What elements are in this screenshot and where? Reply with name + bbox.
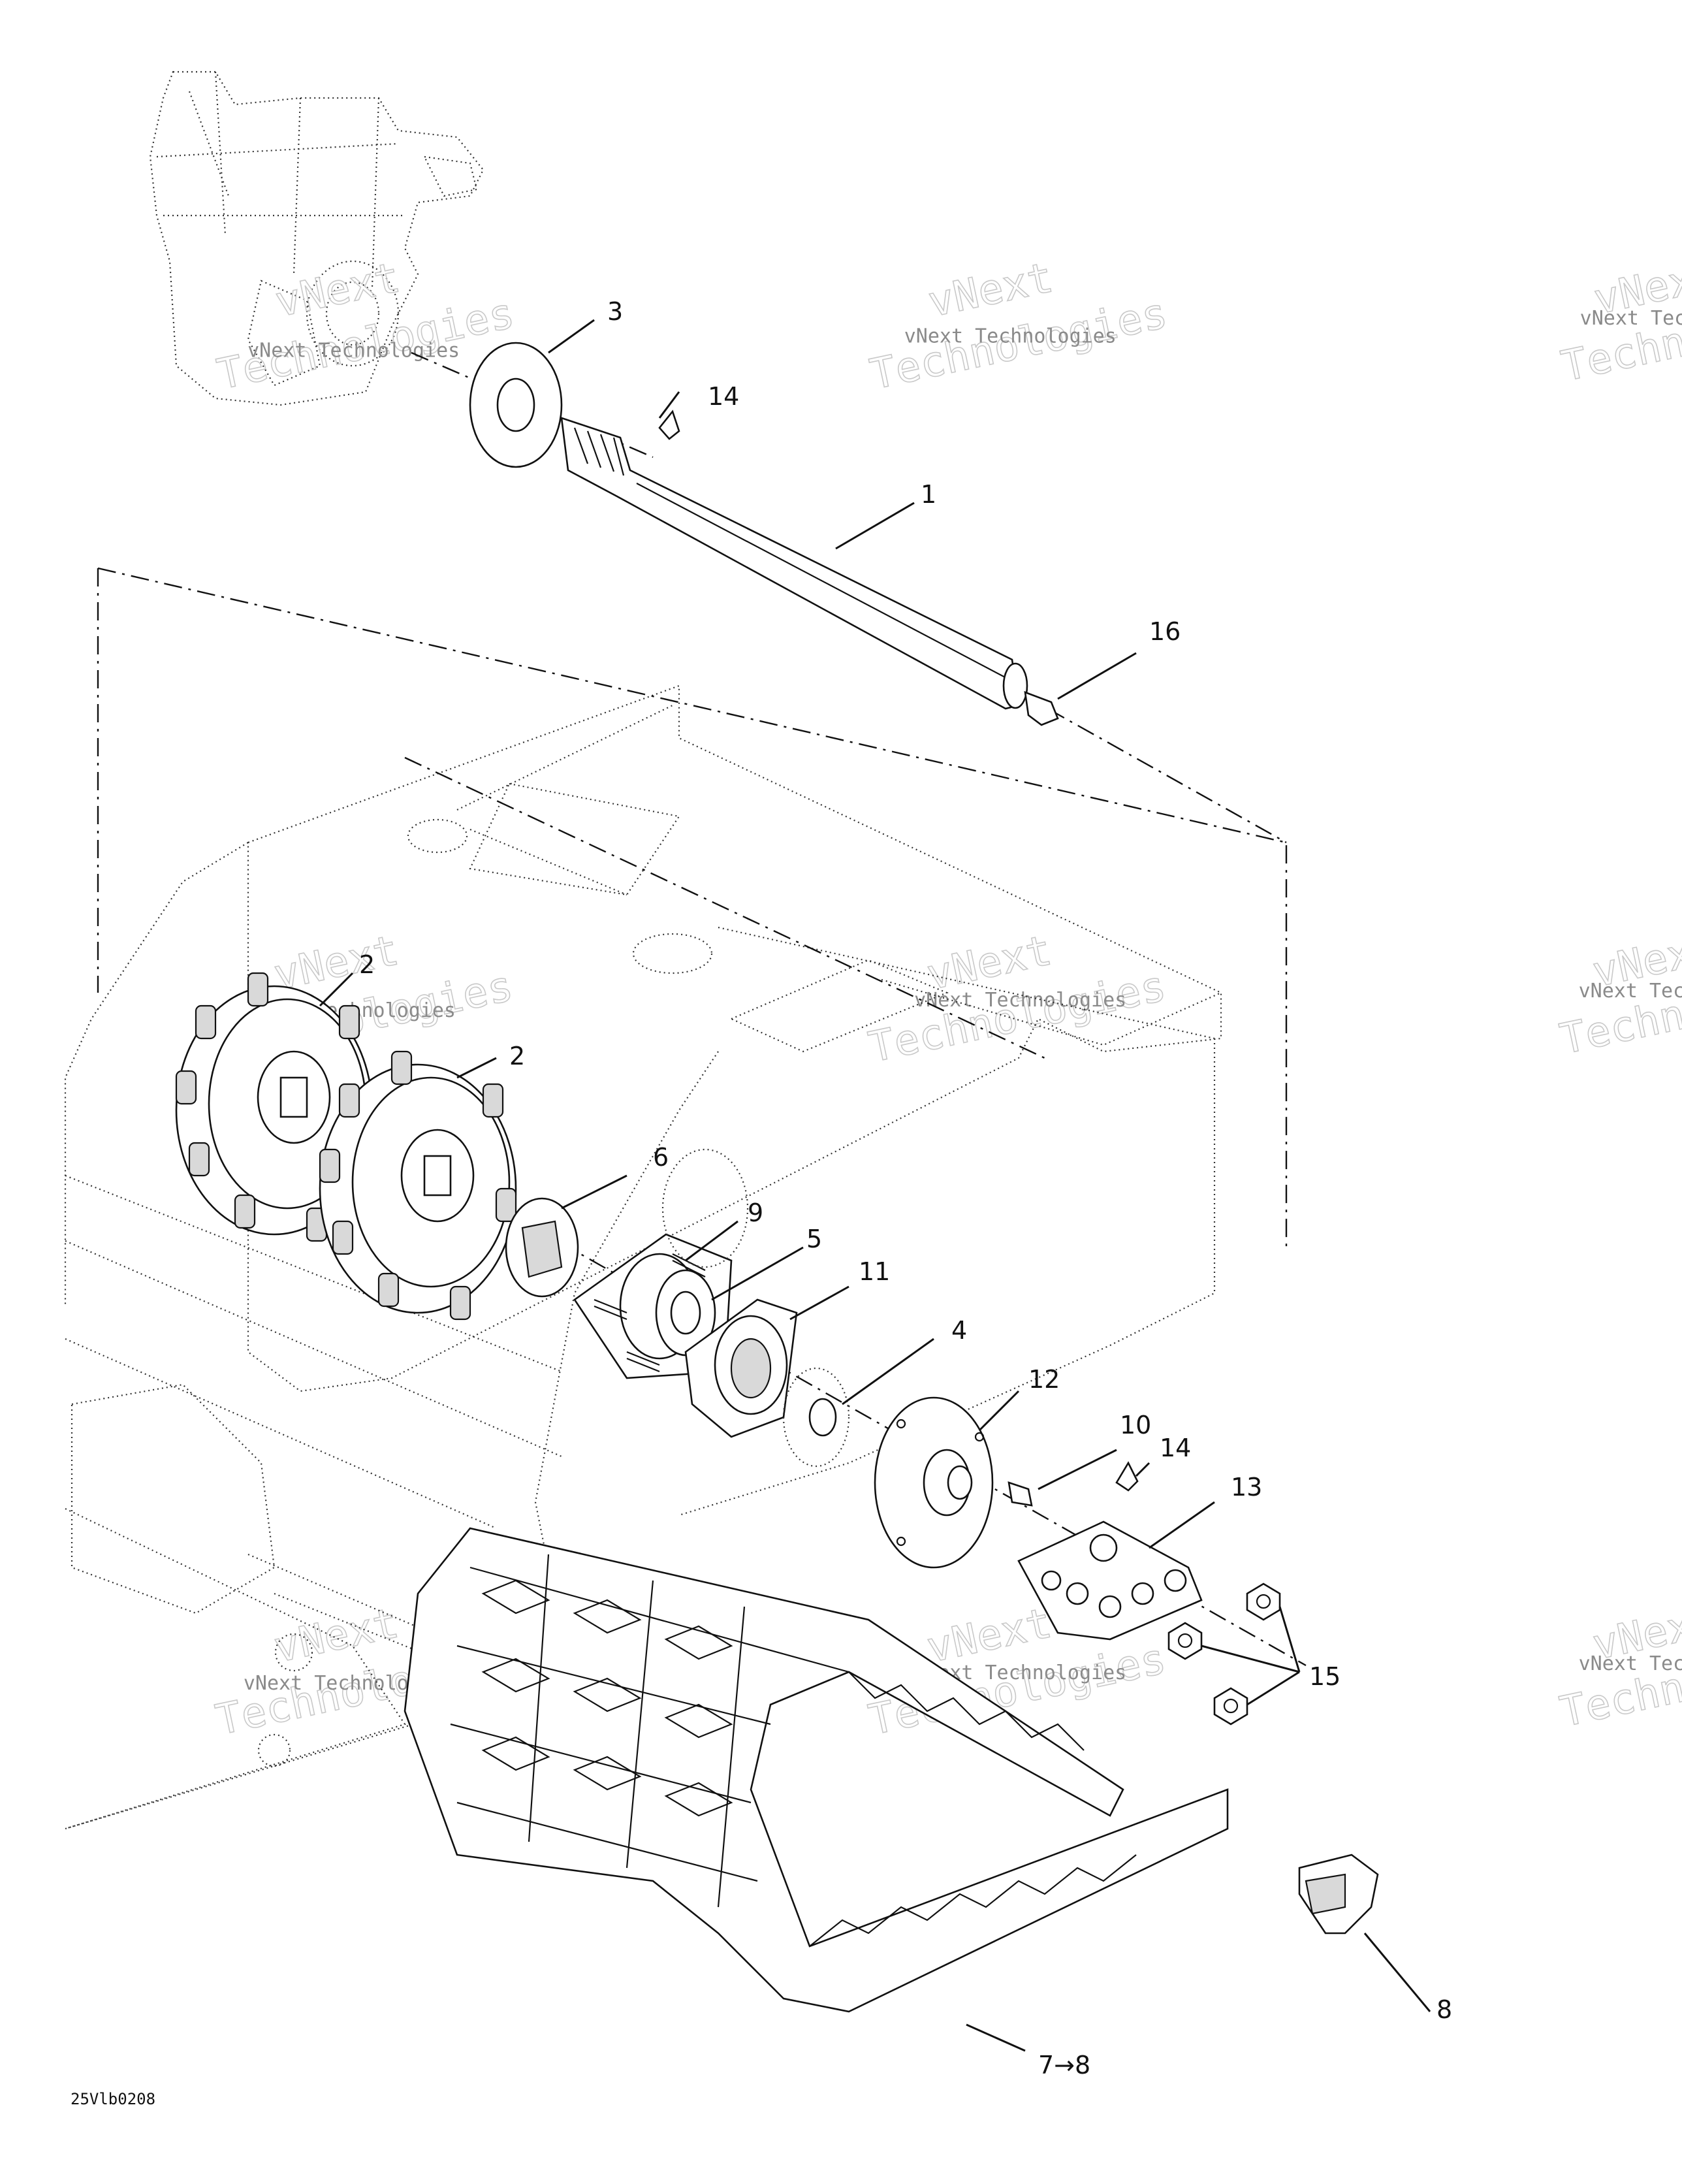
callout-labels: 3 14 1 16 2 2 6 9 5 11 4 12 10 14 13 15 … [359, 297, 1452, 2080]
callout-15: 15 [1309, 1662, 1341, 1691]
end-plate [874, 1396, 994, 1569]
callout-11: 11 [859, 1257, 890, 1286]
callout-16: 16 [1149, 617, 1181, 646]
callout-14-upper: 14 [708, 382, 739, 411]
callout-9: 9 [748, 1198, 763, 1227]
drive-axle [560, 417, 1028, 710]
studs [594, 1253, 706, 1373]
callout-2-rear: 2 [359, 950, 375, 979]
callout-12: 12 [1028, 1365, 1060, 1394]
callout-3: 3 [607, 297, 623, 326]
callout-1: 1 [921, 480, 936, 509]
o-ring [808, 1398, 837, 1437]
callout-2-front: 2 [509, 1042, 525, 1070]
svg-text:vNext Technologies: vNext Technologies [904, 325, 1117, 348]
thrust-washer [469, 342, 563, 468]
callout-10: 10 [1120, 1411, 1151, 1439]
watermark-right-low: vNext Technologies vNext Technologies [1555, 1596, 1682, 1737]
watermark-right-top: vNext Technologies vNext Technologies [1557, 250, 1682, 392]
axle-clip [1024, 691, 1059, 726]
callout-4: 4 [951, 1316, 967, 1345]
grease-fitting-lower [1115, 1461, 1139, 1492]
figure-code: 25Vlb0208 [71, 2090, 155, 2108]
seal-outlines [661, 1148, 850, 1468]
svg-text:vNext Technologies: vNext Technologies [1580, 307, 1682, 330]
frame-tunnel [64, 684, 1222, 1830]
callout-7-to-8: 7→8 [1038, 2051, 1090, 2080]
track [404, 1527, 1229, 2013]
watermark-center-top: vNext Technologies vNext Technologies [866, 253, 1172, 400]
grease-fitting-upper [658, 410, 680, 440]
leader-lines [319, 319, 1431, 2052]
callout-14-lower: 14 [1160, 1434, 1191, 1462]
callout-8: 8 [1436, 1995, 1452, 2024]
nut-3 [1213, 1687, 1248, 1726]
track-clip [1298, 1854, 1379, 1935]
watermark-center-mid: vNext Technologies vNext Technologies [865, 926, 1171, 1073]
svg-text:vNext Technologies: vNext Technologies [1579, 980, 1682, 1003]
drive-sprocket-front [319, 1050, 517, 1321]
svg-text:vNext Technologies: vNext Technologies [247, 339, 460, 362]
callout-13: 13 [1231, 1473, 1262, 1502]
nut-1 [1246, 1582, 1281, 1621]
watermark-right-mid: vNext Technologies vNext Technologies [1555, 923, 1682, 1065]
sprocket-spacer [505, 1197, 579, 1298]
bearing-flange [684, 1298, 798, 1438]
set-screw [1008, 1481, 1033, 1507]
callout-6: 6 [653, 1143, 669, 1172]
svg-text:vNext Technologies: vNext Technologies [1579, 1652, 1682, 1675]
bearing-housing [573, 1233, 733, 1379]
nut-2 [1167, 1622, 1203, 1660]
gearbox-housing [149, 71, 484, 406]
adjuster-bracket [1017, 1520, 1203, 1641]
callout-5: 5 [806, 1225, 822, 1253]
svg-text:vNext Technologies: vNext Technologies [914, 989, 1126, 1012]
